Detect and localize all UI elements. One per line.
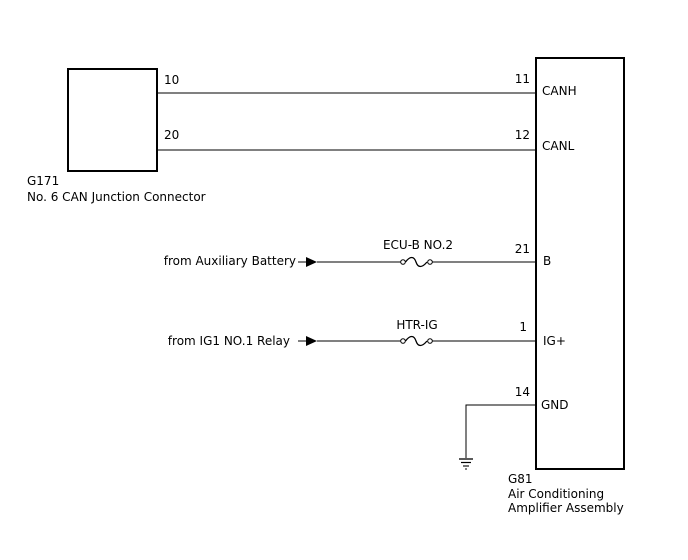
amplifier-box: [535, 57, 625, 470]
amp-pin-number-gnd: 14: [515, 385, 530, 399]
amp-terminal-canl: CANL: [542, 139, 575, 153]
amplifier-name-line1: Air Conditioning: [508, 487, 604, 501]
fuse-icon: [400, 335, 433, 347]
arrow-right-icon: [306, 336, 317, 346]
source-label-auxiliary-battery: from Auxiliary Battery: [164, 254, 296, 268]
ground-icon: [459, 458, 473, 470]
fuse-label-ecu-b: ECU-B NO.2: [383, 238, 453, 252]
amp-terminal-gnd: GND: [541, 398, 569, 412]
fuse-label-htr-ig: HTR-IG: [396, 318, 437, 332]
arrow-right-icon: [306, 257, 317, 267]
amplifier-name-line2: Amplifier Assembly: [508, 501, 624, 515]
fuse-icon: [400, 256, 433, 268]
amp-terminal-ig: IG+: [543, 334, 566, 348]
source-label-ig1-relay: from IG1 NO.1 Relay: [168, 334, 290, 348]
amp-pin-number-canh: 11: [515, 72, 530, 86]
gnd-wire: [465, 404, 536, 458]
junction-connector-box: [67, 68, 158, 172]
amp-pin-number-b: 21: [515, 242, 530, 256]
junction-connector-code: G171: [27, 174, 59, 188]
junction-pin-10: 10: [164, 73, 179, 87]
amp-terminal-b: B: [543, 254, 551, 268]
amp-pin-number-ig: 1: [519, 320, 527, 334]
amp-pin-number-canl: 12: [515, 128, 530, 142]
amp-terminal-canh: CANH: [542, 84, 577, 98]
junction-connector-name: No. 6 CAN Junction Connector: [27, 190, 206, 204]
amplifier-code: G81: [508, 472, 533, 486]
junction-pin-20: 20: [164, 128, 179, 142]
